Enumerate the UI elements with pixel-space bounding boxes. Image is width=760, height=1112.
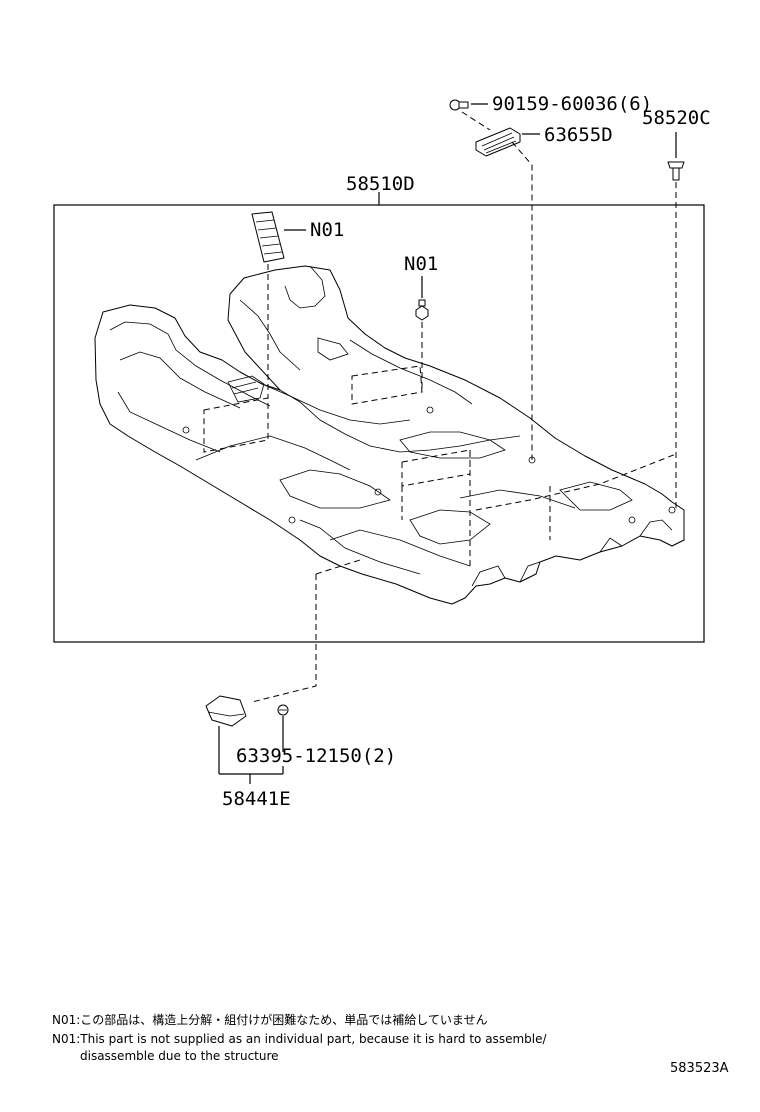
grille-63655D-icon (475, 127, 521, 157)
diagram-code: 583523A (670, 1061, 729, 1076)
heel-mat-n01-icon (251, 211, 285, 263)
label-58441E: 58441E (222, 788, 291, 810)
cover-58441E-icon (205, 695, 247, 727)
label-90159: 90159-60036(6) (492, 93, 652, 115)
label-n01-mat: N01 (310, 219, 344, 241)
nut-n01-icon (415, 299, 429, 321)
label-63395: 63395-12150(2) (236, 745, 396, 767)
note-en-2: disassemble due to the structure (80, 1049, 279, 1063)
clip-63395-icon (277, 704, 289, 716)
floor-carpet-drawing (94, 265, 685, 605)
clip-58520C-icon (667, 161, 685, 181)
label-n01-nut: N01 (404, 253, 438, 275)
note-en-1: N01:This part is not supplied as an indi… (52, 1032, 547, 1046)
note-jp: N01:この部品は、構造上分解・組付けが困難なため、単品では補給していません (52, 1012, 488, 1027)
bolt-90159-icon (449, 99, 469, 111)
label-58520C: 58520C (642, 107, 711, 129)
label-58510D: 58510D (346, 173, 415, 195)
label-63655D: 63655D (544, 124, 613, 146)
